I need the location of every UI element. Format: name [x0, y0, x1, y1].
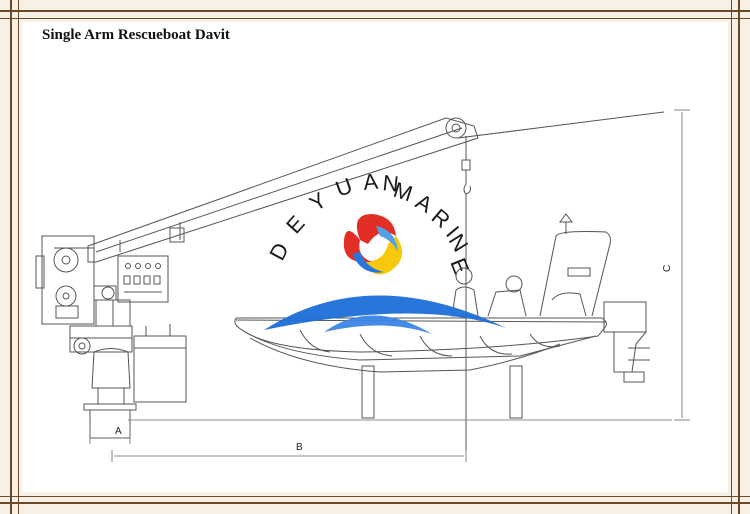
- dimension-label-a: A: [115, 426, 122, 437]
- frame-right-outer: [738, 0, 740, 514]
- logo-letter-a: A: [362, 168, 380, 195]
- frame-bottom-inner: [0, 496, 750, 497]
- frame-right-inner: [731, 0, 732, 514]
- davit-column: [69, 299, 137, 439]
- boom-arm: [87, 111, 665, 263]
- dimension-label-b: B: [296, 442, 303, 453]
- deyuan-logo: [264, 214, 506, 334]
- dimension-lines: [89, 109, 690, 462]
- logo-wave-small: [324, 315, 432, 334]
- lifting-hook: [461, 136, 471, 450]
- logo-letter-u: U: [332, 172, 356, 201]
- logo-swirl: [343, 214, 403, 275]
- logo-letter-d: D: [264, 238, 294, 265]
- hydraulic-unit: [133, 324, 187, 403]
- frame-bottom-outer: [0, 502, 750, 504]
- frame-top-inner: [0, 18, 750, 19]
- logo-letter-n: N: [381, 170, 400, 197]
- logo-letter-e: E: [281, 210, 310, 238]
- logo-letter-y: Y: [305, 187, 332, 216]
- rescue-boat: [234, 213, 650, 383]
- logo-letter-e2: E: [445, 255, 474, 279]
- frame-top-outer: [0, 10, 750, 12]
- control-panel: [117, 255, 169, 303]
- winch-housing: [35, 235, 117, 325]
- boat-cradle: [361, 365, 523, 419]
- diagram-title: Single Arm Rescueboat Davit: [42, 27, 230, 43]
- dimension-label-c: C: [662, 265, 673, 272]
- frame-left-outer: [10, 0, 12, 514]
- frame-left-inner: [18, 0, 19, 514]
- drawing-sheet: [22, 22, 728, 492]
- logo-wave: [264, 295, 506, 330]
